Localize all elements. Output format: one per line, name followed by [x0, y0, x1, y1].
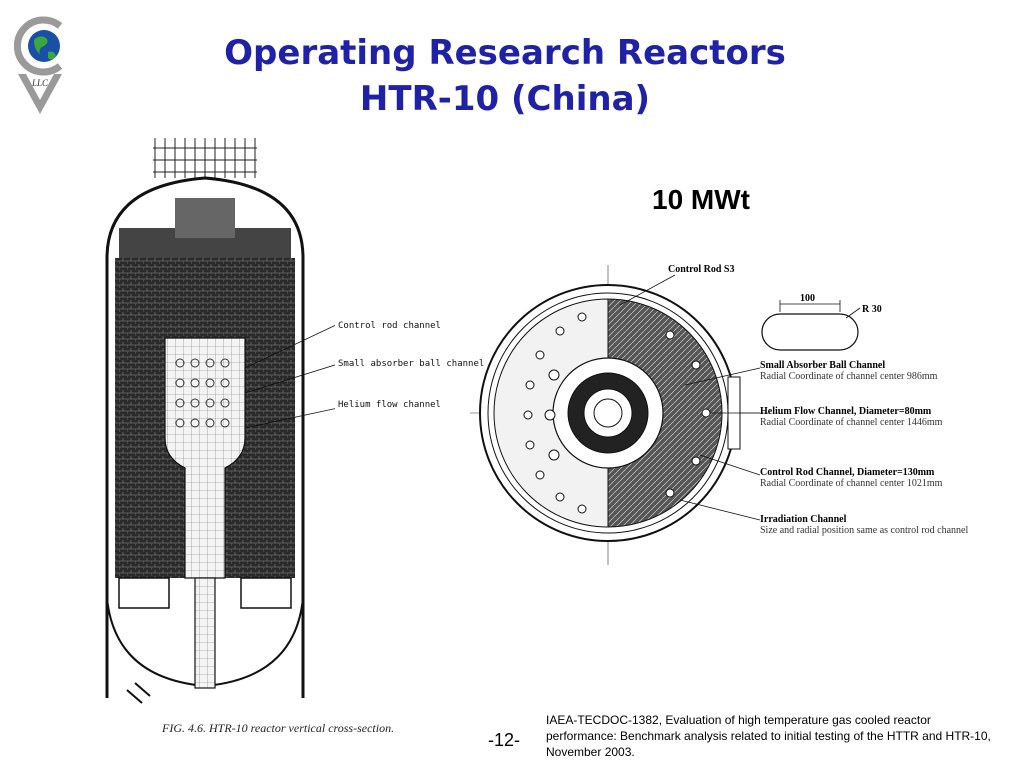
company-logo: LLC [10, 14, 72, 118]
plan-label-sub: Radial Coordinate of channel center 1446… [760, 417, 943, 428]
label-control-rod-s3: Control Rod S3 [668, 264, 735, 275]
plan-label-irradiation-channel: Irradiation Channel Size and radial posi… [760, 514, 1010, 536]
plan-label-sub: Radial Coordinate of channel center 1021… [760, 478, 943, 489]
page-number: -12- [488, 730, 521, 750]
plan-label-control-rod-channel: Control Rod Channel, Diameter=130mm Radi… [760, 467, 1010, 489]
plan-label-title: Small Absorber Ball Channel [760, 360, 886, 371]
power-rating: 10 MWt [652, 184, 750, 215]
plan-label-title: Irradiation Channel [760, 514, 847, 525]
label-control-rod-channel: Control rod channel [338, 321, 441, 331]
label-small-absorber-ball-channel: Small absorber ball channel [338, 359, 485, 369]
title-line-2: HTR-10 (China) [359, 79, 651, 119]
plan-label-small-absorber-ball-channel: Small Absorber Ball Channel Radial Coord… [760, 360, 1010, 382]
reference-citation: IAEA-TECDOC-1382, Evaluation of high tem… [546, 713, 991, 759]
plan-label-title: Control Rod Channel, Diameter=130mm [760, 467, 935, 478]
title-line-1: Operating Research Reactors [224, 33, 786, 73]
plan-label-sub: Size and radial position same as control… [760, 525, 969, 536]
dimension-radius: R 30 [862, 304, 882, 315]
reactor-plan-section-figure [470, 265, 770, 565]
plan-label-sub: Radial Coordinate of channel center 986m… [760, 371, 938, 382]
svg-text:LLC: LLC [31, 78, 49, 88]
plan-label-title: Helium Flow Channel, Diameter=80mm [760, 406, 932, 417]
plan-label-helium-flow-channel: Helium Flow Channel, Diameter=80mm Radia… [760, 406, 1010, 428]
vessel-figure-caption: FIG. 4.6. HTR-10 reactor vertical cross-… [162, 721, 395, 735]
channel-dimension-sketch [760, 292, 870, 352]
slide-title: Operating Research Reactors HTR-10 (Chin… [140, 30, 870, 122]
reactor-vertical-section-figure [95, 138, 339, 708]
dimension-width: 100 [800, 293, 815, 304]
label-helium-flow-channel: Helium flow channel [338, 400, 441, 410]
